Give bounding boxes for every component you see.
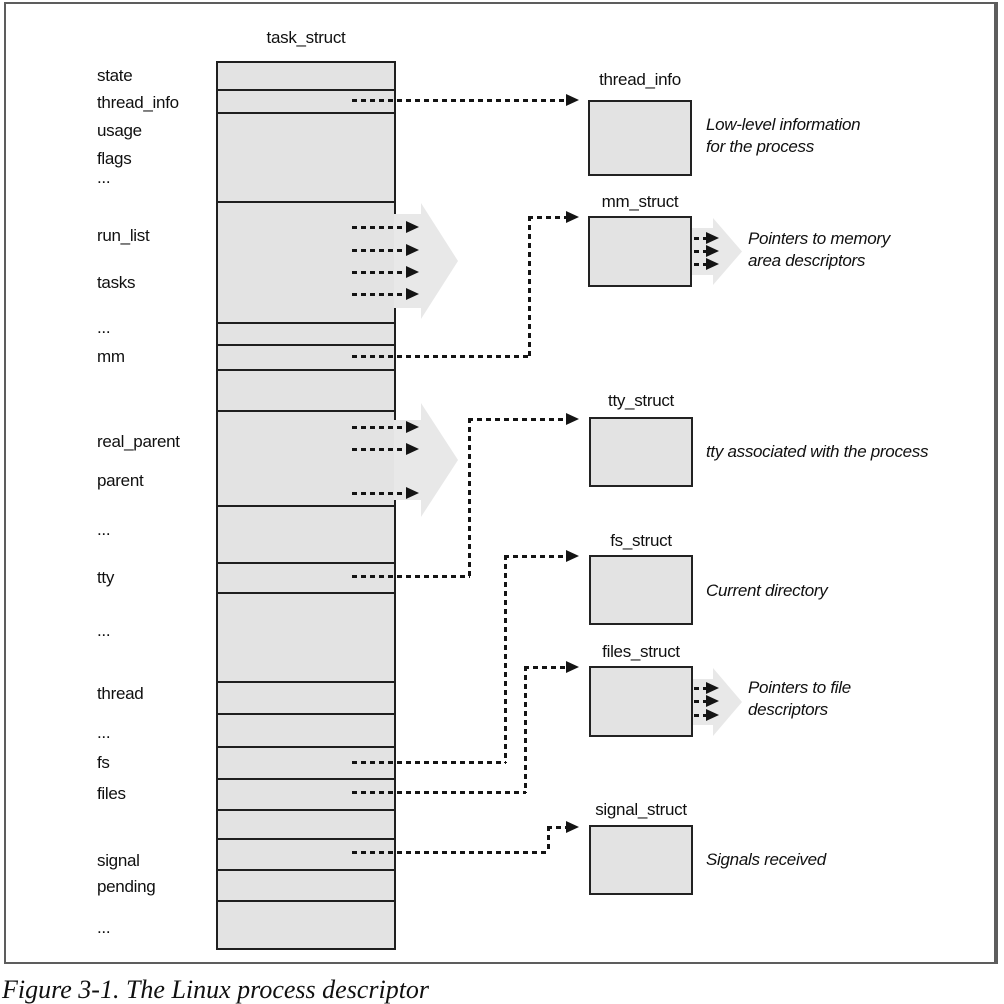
- struct-title-thread-info: thread_info: [599, 70, 681, 89]
- pointer-parent-arrowhead: [406, 487, 419, 499]
- field-label-ellipsis: ...: [97, 723, 111, 742]
- pointer-memory-area-arrowhead: [706, 232, 719, 244]
- task-struct-row: [216, 369, 396, 412]
- pointer-files-arrowhead: [566, 661, 579, 673]
- struct-title-files-struct: files_struct: [602, 642, 680, 661]
- field-label-ellipsis: ...: [97, 621, 111, 640]
- field-label-fs: fs: [97, 753, 110, 772]
- pointer-fs-arrowhead: [566, 550, 579, 562]
- pointer-run-list-arrowhead: [406, 244, 419, 256]
- field-label-ellipsis: ...: [97, 168, 111, 187]
- pointer-tty-line: [468, 418, 566, 421]
- struct-box-tty-struct: [589, 417, 693, 487]
- pointer-parent-line: [352, 492, 406, 495]
- pointer-thread-info-arrowhead: [566, 94, 579, 106]
- task-struct-row: [216, 778, 396, 811]
- struct-note-signal-struct: Signals received: [706, 850, 826, 869]
- struct-title-tty-struct: tty_struct: [608, 391, 674, 410]
- pointer-files-line: [524, 666, 566, 669]
- pointer-tty-line: [352, 575, 470, 578]
- pointer-real-parent-line: [352, 448, 406, 451]
- field-label-flags: flags: [97, 149, 132, 168]
- pointer-fs-line: [504, 555, 566, 558]
- field-label-ellipsis: ...: [97, 318, 111, 337]
- pointer-files-line: [352, 791, 526, 794]
- pointer-signal-arrowhead: [566, 821, 579, 833]
- field-label-tty: tty: [97, 568, 115, 587]
- field-label-thread-info: thread_info: [97, 93, 179, 112]
- pointer-tty-line: [468, 418, 471, 577]
- task-struct-row: [216, 562, 396, 594]
- struct-note-files-struct: Pointers to file descriptors: [748, 678, 851, 719]
- pointer-tasks-line: [352, 293, 406, 296]
- pointer-mm-line: [528, 216, 566, 219]
- struct-title-mm-struct: mm_struct: [601, 192, 679, 211]
- pointer-thread-info-line: [352, 99, 566, 102]
- pointer-mm-arrowhead: [566, 211, 579, 223]
- pointer-files-line: [524, 666, 527, 793]
- pointer-file-descriptor-arrowhead: [706, 695, 719, 707]
- field-label-state: state: [97, 66, 133, 85]
- pointer-file-descriptor-arrowhead: [706, 709, 719, 721]
- pointer-run-list-line: [352, 249, 406, 252]
- field-label-pending: pending: [97, 877, 156, 896]
- pointer-fs-line: [352, 761, 506, 764]
- pointer-tasks-arrowhead: [406, 266, 419, 278]
- struct-title-fs-struct: fs_struct: [610, 531, 672, 550]
- pointer-memory-area-arrowhead: [706, 245, 719, 257]
- struct-box-mm-struct: [588, 216, 692, 287]
- struct-note-fs-struct: Current directory: [706, 581, 828, 600]
- struct-note-thread-info: Low-level information for the process: [706, 115, 861, 156]
- task-struct-row: [216, 322, 396, 346]
- pointer-real-parent-line: [352, 426, 406, 429]
- field-label-real-parent: real_parent: [97, 432, 180, 451]
- task-struct-row: [216, 900, 396, 950]
- field-label-run-list: run_list: [97, 226, 150, 245]
- pointer-real-parent-arrowhead: [406, 421, 419, 433]
- task-struct-row: [216, 869, 396, 902]
- task-struct-row: [216, 681, 396, 715]
- task-struct-row: [216, 838, 396, 871]
- pointer-signal-line: [352, 851, 549, 854]
- pointer-tasks-line: [352, 271, 406, 274]
- struct-box-thread-info: [588, 100, 692, 176]
- figure-frame: [4, 2, 998, 964]
- task-struct-row: [216, 201, 396, 324]
- task-struct-row: [216, 592, 396, 683]
- task-struct-row: [216, 61, 396, 91]
- pointer-file-descriptor-arrowhead: [706, 682, 719, 694]
- field-label-usage: usage: [97, 121, 142, 140]
- pointer-tasks-arrowhead: [406, 288, 419, 300]
- task-struct-row: [216, 713, 396, 748]
- field-label-thread: thread: [97, 684, 144, 703]
- struct-box-signal-struct: [589, 825, 693, 895]
- pointer-run-list-arrowhead: [406, 221, 419, 233]
- field-label-ellipsis: ...: [97, 520, 111, 539]
- task-struct-title: task_struct: [266, 28, 346, 47]
- task-struct-row: [216, 112, 396, 203]
- pointer-signal-line: [547, 826, 566, 829]
- field-label-tasks: tasks: [97, 273, 136, 292]
- figure-caption: Figure 3-1. The Linux process descriptor: [2, 975, 430, 1004]
- field-label-files: files: [97, 784, 126, 803]
- pointer-signal-line: [547, 826, 550, 853]
- pointer-mm-line: [352, 355, 530, 358]
- field-label-mm: mm: [97, 347, 125, 366]
- field-label-ellipsis: ...: [97, 918, 111, 937]
- struct-title-signal-struct: signal_struct: [595, 800, 687, 819]
- struct-box-files-struct: [589, 666, 693, 737]
- pointer-run-list-line: [352, 226, 406, 229]
- field-label-parent: parent: [97, 471, 144, 490]
- pointer-memory-area-arrowhead: [706, 258, 719, 270]
- struct-note-tty-struct: tty associated with the process: [706, 442, 929, 461]
- pointer-tty-arrowhead: [566, 413, 579, 425]
- task-struct-row: [216, 809, 396, 840]
- pointer-mm-line: [528, 216, 531, 357]
- pointer-real-parent-arrowhead: [406, 443, 419, 455]
- task-struct-row: [216, 505, 396, 564]
- struct-box-fs-struct: [589, 555, 693, 625]
- pointer-fs-line: [504, 555, 507, 763]
- struct-note-mm-struct: Pointers to memory area descriptors: [748, 229, 890, 270]
- field-label-signal: signal: [97, 851, 140, 870]
